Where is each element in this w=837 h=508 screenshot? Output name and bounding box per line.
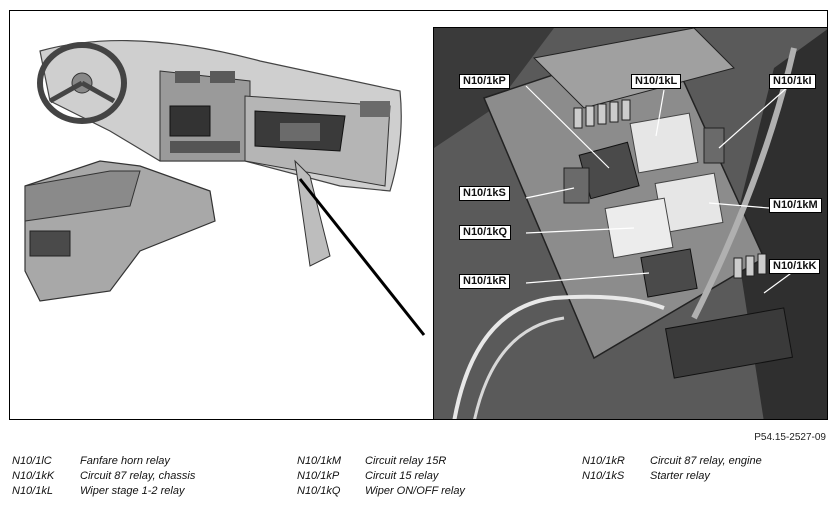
label-n10-1kp: N10/1kP — [459, 74, 510, 89]
label-n10-1kk: N10/1kK — [769, 259, 821, 274]
label-n10-1ks: N10/1kS — [459, 186, 510, 201]
figure-reference: P54.15-2527-09 — [754, 432, 826, 443]
legend-item: N10/1kP Circuit 15 relay — [297, 469, 465, 484]
legend-description: Fanfare horn relay — [80, 455, 170, 467]
label-n10-1kr: N10/1kR — [459, 274, 511, 289]
legend-description: Circuit relay 15R — [365, 455, 447, 467]
legend-code: N10/1kP — [297, 470, 340, 482]
legend-column-3: N10/1kR Circuit 87 relay, engine N10/1kS S… — [582, 454, 762, 484]
label-n10-1kl: N10/1kL — [631, 74, 682, 89]
legend-code: N10/1kK — [12, 470, 55, 482]
legend-code: N10/1kQ — [297, 485, 341, 497]
legend-description: Circuit 15 relay — [365, 470, 439, 482]
legend-code: N10/1kM — [297, 455, 342, 467]
legend-code: N10/1kL — [12, 485, 53, 497]
legend-code: N10/1lC — [12, 455, 52, 467]
legend-item: N10/1lC Fanfare horn relay — [12, 454, 195, 469]
legend-column-1: N10/1lC Fanfare horn relay N10/1kK Circuit… — [12, 454, 195, 499]
legend-item: N10/1kL Wiper stage 1-2 relay — [12, 484, 195, 499]
legend-description: Wiper ON/OFF relay — [365, 485, 465, 497]
legend-description: Circuit 87 relay, engine — [650, 455, 762, 467]
legend-description: Circuit 87 relay, chassis — [80, 470, 196, 482]
legend-column-2: N10/1kM Circuit relay 15R N10/1kP Circuit … — [297, 454, 465, 499]
legend-code: N10/1kR — [582, 455, 625, 467]
label-n10-1ki: N10/1kI — [769, 74, 816, 89]
dashboard-illustration — [24, 40, 426, 336]
legend-item: N10/1kQ Wiper ON/OFF relay — [297, 484, 465, 499]
legend-item: N10/1kM Circuit relay 15R — [297, 454, 465, 469]
legend-code: N10/1kS — [582, 470, 625, 482]
label-n10-1kq: N10/1kQ — [459, 225, 512, 240]
legend-item: N10/1kS Starter relay — [582, 469, 762, 484]
figure-frame: N10/1kP N10/1kL N10/1kI N10/1kS N10/1kM … — [9, 10, 828, 420]
legend-item: N10/1kK Circuit 87 relay, chassis — [12, 469, 195, 484]
relay-box-photo: N10/1kP N10/1kL N10/1kI N10/1kS N10/1kM … — [433, 27, 827, 419]
legend-description: Wiper stage 1-2 relay — [80, 485, 185, 497]
legend-description: Starter relay — [650, 470, 710, 482]
legend-item: N10/1kR Circuit 87 relay, engine — [582, 454, 762, 469]
label-n10-1km: N10/1kM — [769, 198, 822, 213]
